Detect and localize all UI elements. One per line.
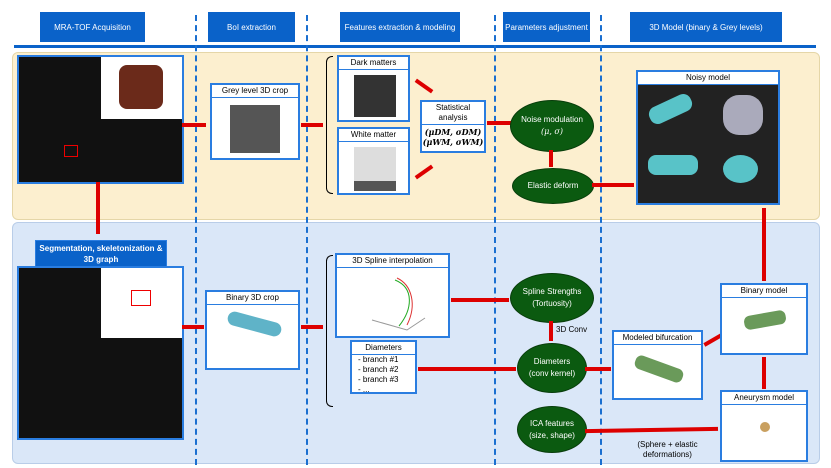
stat-title: Statistical analysis [422, 102, 484, 125]
grey-crop-title: Grey level 3D crop [212, 85, 298, 98]
statistical-analysis-box: Statistical analysis (μDM, σDM) (μWM, σW… [420, 100, 486, 153]
arrow [592, 183, 634, 187]
conv-kernel-label: (conv kernel) [528, 369, 576, 378]
arrow [762, 208, 766, 281]
arrow [451, 298, 509, 302]
dark-matters-title: Dark matters [339, 57, 408, 70]
arrow [487, 121, 512, 125]
diameters-list-box: Diameters - branch #1 - branch #2 - bran… [350, 340, 417, 394]
diameters-label: Diameters [533, 357, 571, 366]
arrow [301, 123, 323, 127]
mra-image-grid [17, 55, 184, 184]
arrow [301, 325, 323, 329]
arrow [182, 123, 206, 127]
modeled-bifurcation-box: Modeled bifurcation [612, 330, 703, 400]
arrow [96, 182, 100, 234]
diameters-title: Diameters [352, 342, 415, 355]
elastic-deform-node: Elastic deform [512, 168, 594, 204]
stat-dm: (μDM, σDM) [424, 127, 482, 137]
header-parameters: Parameters adjustment [503, 12, 590, 42]
spline-plot-image [371, 277, 426, 331]
aneurysm-model-title: Aneurysm model [722, 392, 806, 405]
sphere-label: (Sphere + elastic deformations) [637, 440, 698, 459]
spline-strengths-label: Spline Strengths [522, 287, 582, 296]
branch-item: - branch #3 [358, 375, 399, 384]
brace [326, 56, 333, 194]
column-divider [494, 15, 496, 465]
segmentation-label: Segmentation, skeletonization & 3D graph [35, 240, 167, 267]
white-matter-box: White matter [337, 127, 410, 195]
arrow [585, 367, 611, 371]
noisy-model-title: Noisy model [638, 72, 778, 85]
segmentation-image-grid [17, 266, 184, 440]
aneurysm-model-box: Aneurysm model [720, 390, 808, 462]
noise-params: (μ, σ) [541, 127, 563, 136]
elastic-label: Elastic deform [527, 181, 579, 190]
arrow [762, 357, 766, 389]
header-boi: BoI extraction [208, 12, 295, 42]
grey-cube-image [230, 105, 280, 153]
binary-vessel-image [226, 310, 283, 338]
spline-title: 3D Spline interpolation [337, 255, 448, 268]
noisy-model-image [638, 85, 778, 203]
dark-matters-box: Dark matters [337, 55, 410, 122]
brace [326, 255, 333, 407]
binary-crop-box: Binary 3D crop [205, 290, 300, 370]
arrow [418, 367, 516, 371]
ica-label: ICA features [529, 418, 575, 428]
stat-wm: (μWM, σWM) [422, 137, 484, 147]
segmentation-text: Segmentation, skeletonization & 3D graph [39, 243, 163, 264]
binary-model-title: Binary model [722, 285, 806, 298]
header-mra-tof: MRA-TOF Acquisition [40, 12, 145, 42]
dark-cube-image [354, 75, 396, 117]
branch-item: - branch #1 [358, 355, 399, 364]
spline-strengths-node: Spline Strengths (Tortuosity) [510, 273, 594, 323]
column-divider [600, 15, 602, 465]
arrow [549, 321, 553, 341]
header-features: Features extraction & modeling [340, 12, 460, 42]
header-3d-model: 3D Model (binary & Grey levels) [630, 12, 782, 42]
binary-crop-title: Binary 3D crop [207, 292, 298, 305]
header-divider [14, 45, 816, 48]
column-divider [306, 15, 308, 465]
ica-sub-label: (size, shape) [529, 430, 575, 440]
noise-modulation-node: Noise modulation (μ, σ) [510, 100, 594, 152]
ica-features-node: ICA features (size, shape) [517, 406, 587, 453]
tortuosity-label: (Tortuosity) [532, 299, 572, 308]
noisy-model-box: Noisy model [636, 70, 780, 205]
spline-box: 3D Spline interpolation [335, 253, 450, 338]
column-divider [195, 15, 197, 465]
noise-label: Noise modulation [521, 115, 583, 124]
branch-item: - ... [358, 385, 370, 394]
conv-label: 3D Conv [556, 325, 588, 334]
white-cube-image [354, 147, 396, 191]
arrow [549, 150, 553, 167]
grey-crop-box: Grey level 3D crop [210, 83, 300, 160]
white-matter-title: White matter [339, 129, 408, 142]
branch-item: - branch #2 [358, 365, 399, 374]
binary-model-box: Binary model [720, 283, 808, 355]
arrow [182, 325, 204, 329]
diameters-node: Diameters (conv kernel) [517, 343, 587, 393]
bifurcation-image [633, 353, 685, 385]
bifurcation-title: Modeled bifurcation [614, 332, 701, 345]
binary-model-image [743, 309, 787, 331]
aneurysm-image [760, 422, 770, 432]
